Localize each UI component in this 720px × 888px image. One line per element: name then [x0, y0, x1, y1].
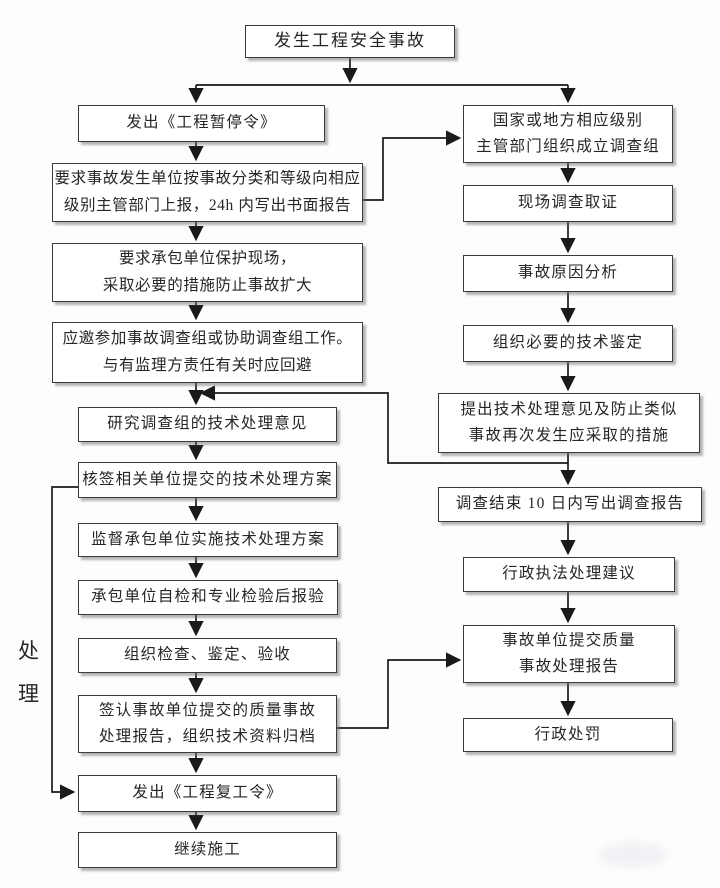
node-label: 处理报告，组织技术资料归档: [98, 728, 317, 745]
node-label: 研究调查组的技术处理意见: [107, 415, 308, 433]
faded-watermark: [598, 842, 668, 868]
node-administrative-penalty: 行政处罚: [463, 718, 673, 752]
node-label: 事故原因分析: [517, 264, 619, 282]
node-label: 事故单位提交质量: [502, 631, 636, 649]
node-study-technical-opinions: 研究调查组的技术处理意见: [78, 407, 337, 442]
node-label: 现场调查取证: [517, 194, 619, 212]
node-label: 主管部门组织成立调查组: [476, 138, 660, 155]
node-label: 级别主管部门上报，24h 内写出书面报告: [63, 196, 352, 214]
side-label-char: 理: [18, 682, 39, 706]
node-label: 发出《工程复工令》: [132, 784, 283, 802]
node-label: 应邀参加事故调查组或协助调查组工作。: [62, 330, 353, 348]
node-issue-resume-work-order: 发出《工程复工令》: [78, 775, 337, 812]
node-label: 提出技术处理意见及防止类似: [460, 400, 678, 418]
node-continue-construction: 继续施工: [78, 832, 337, 868]
node-label: 要求承包单位保护现场，: [118, 250, 297, 268]
connector-countersign-to-resume-order: [51, 486, 78, 800]
node-label: 组织检查、鉴定、验收: [123, 646, 291, 664]
node-issue-suspension-order: 发出《工程暂停令》: [78, 105, 325, 142]
node-countersign-technical-plan: 核签相关单位提交的技术处理方案: [78, 462, 337, 498]
node-contractor-self-inspection: 承包单位自检和专业检验后报验: [78, 580, 338, 615]
node-label: 与有监理方责任有关时应回避: [102, 356, 313, 374]
node-label: 行政执法处理建议: [502, 565, 636, 583]
connector-signed-report-to-unit-submission: [337, 652, 462, 729]
node-accident-occurs: 发生工程安全事故: [245, 25, 455, 58]
top-split-connector: [188, 57, 576, 104]
node-technical-appraisal: 组织必要的技术鉴定: [463, 325, 673, 362]
node-label: 监督承包单位实施技术处理方案: [91, 530, 325, 548]
node-protect-site-prevent-expansion: 要求承包单位保护现场， 采取必要的措施防止事故扩大: [52, 243, 363, 302]
node-label: 继续施工: [174, 840, 241, 858]
node-sign-quality-accident-report: 签认事故单位提交的质量事故 处理报告，组织技术资料归档: [78, 695, 337, 753]
node-administrative-enforcement-suggestion: 行政执法处理建议: [463, 557, 675, 592]
side-label-handling: 处 理: [18, 635, 39, 708]
node-label: 发出《工程暂停令》: [126, 114, 277, 132]
node-label: 组织必要的技术鉴定: [492, 334, 644, 352]
node-label: 采取必要的措施防止事故扩大: [102, 276, 313, 294]
side-label-char: 处: [18, 639, 39, 663]
connector-report-to-investigation-team: [363, 130, 462, 201]
connector-measures-to-study-opinions: [199, 385, 568, 464]
node-investigation-report-10-days: 调查结束 10 日内写出调查报告: [438, 487, 702, 522]
node-label: 事故处理报告: [518, 658, 620, 675]
node-label: 承包单位自检和专业检验后报验: [91, 588, 325, 606]
node-label: 事故再次发生应采取的措施: [468, 427, 670, 444]
node-label: 行政处罚: [534, 725, 602, 743]
node-label: 核签相关单位提交的技术处理方案: [82, 470, 333, 488]
node-propose-technical-measures: 提出技术处理意见及防止类似 事故再次发生应采取的措施: [438, 393, 700, 453]
node-site-investigation-evidence: 现场调查取证: [463, 185, 673, 222]
node-report-to-authorities-24h: 要求事故发生单位按事故分类和等级向相应 级别主管部门上报，24h 内写出书面报告: [52, 163, 363, 222]
node-label: 调查结束 10 日内写出调查报告: [455, 495, 685, 513]
node-label: 签认事故单位提交的质量事故: [98, 701, 317, 719]
node-join-or-assist-investigation: 应邀参加事故调查组或协助调查组工作。 与有监理方责任有关时应回避: [52, 322, 363, 383]
node-authorities-form-investigation-team: 国家或地方相应级别 主管部门组织成立调查组: [463, 105, 673, 163]
node-label: 发生工程安全事故: [274, 31, 426, 51]
node-label: 要求事故发生单位按事故分类和等级向相应: [54, 170, 361, 188]
node-unit-submit-quality-report: 事故单位提交质量 事故处理报告: [463, 625, 675, 683]
node-accident-cause-analysis: 事故原因分析: [463, 255, 673, 292]
node-label: 国家或地方相应级别: [492, 111, 644, 129]
node-organize-inspection-acceptance: 组织检查、鉴定、验收: [78, 638, 337, 673]
node-supervise-plan-implementation: 监督承包单位实施技术处理方案: [78, 523, 338, 557]
